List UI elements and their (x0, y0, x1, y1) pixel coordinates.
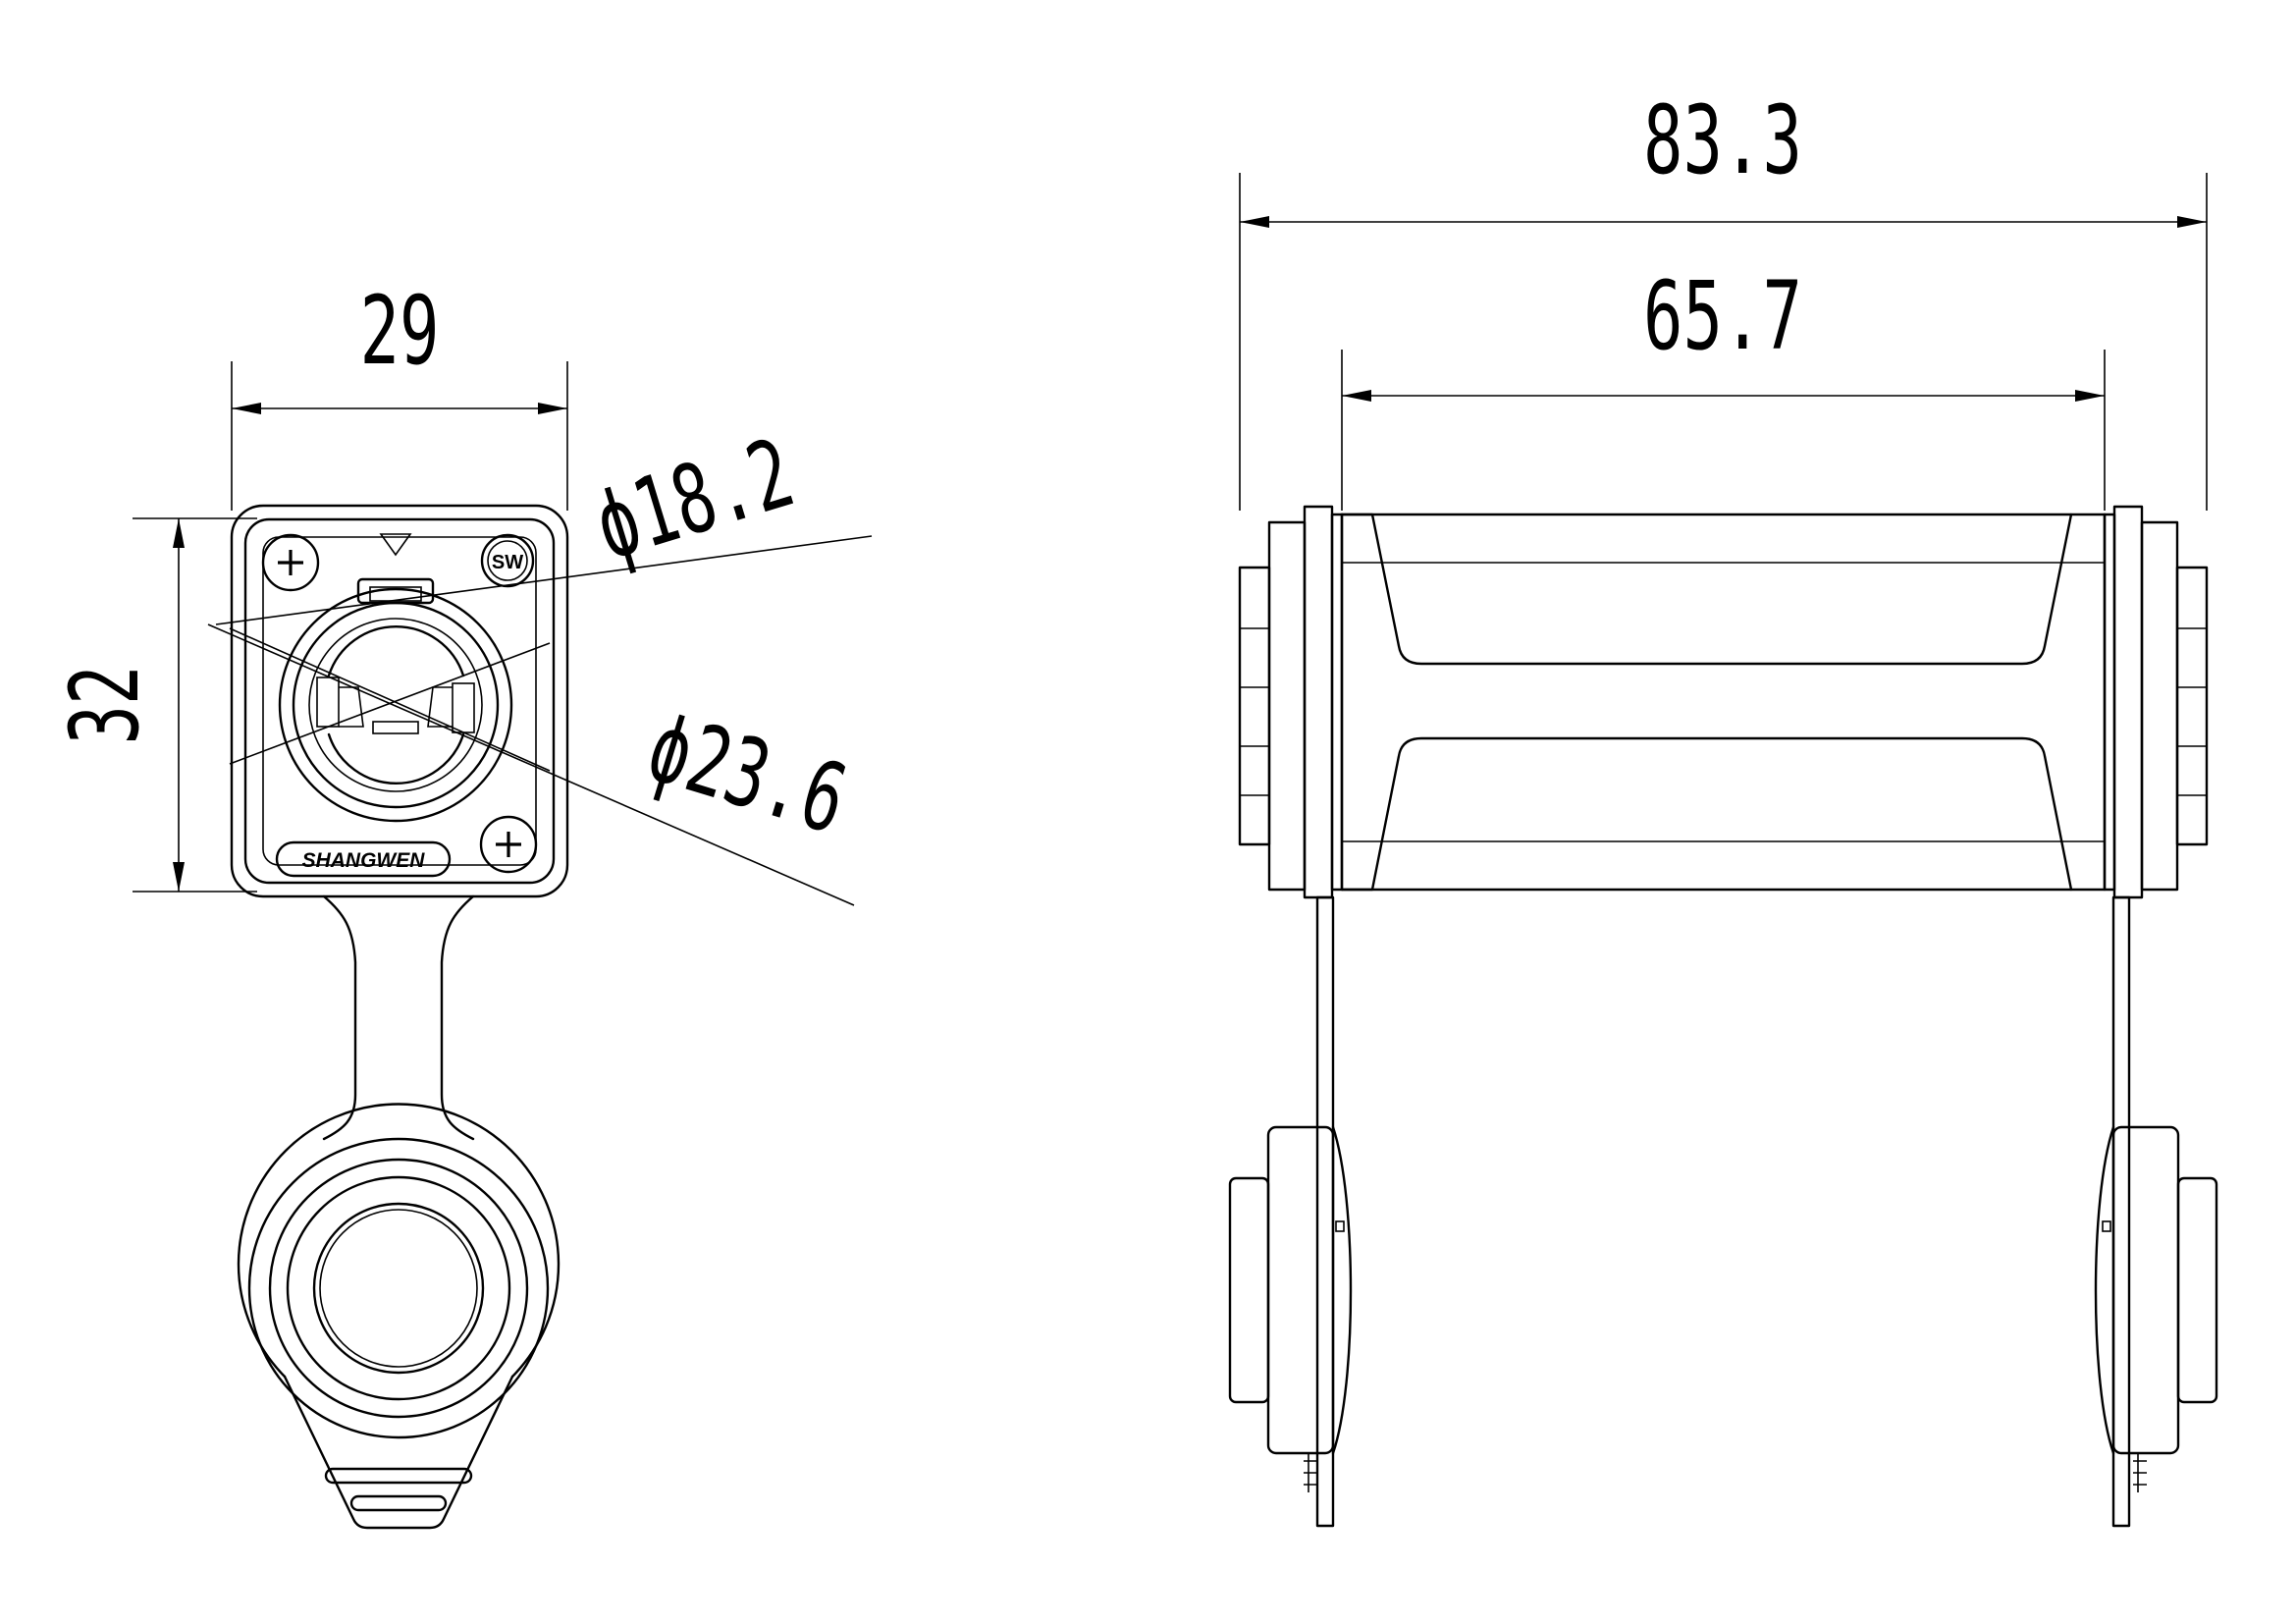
right-tether-cap (2094, 895, 2218, 1528)
side-view: 83.3 65.7 (1228, 85, 2218, 1528)
connector-body (1340, 513, 2107, 892)
body-length-dimension: 65.7 (1341, 261, 2106, 511)
left-tether-cap (1228, 895, 1353, 1528)
brand-label: SHANGWEN (302, 849, 426, 872)
brand-logo-icon: SW (480, 533, 535, 588)
tether-strap (322, 894, 475, 1141)
overall-length-dimension: 83.3 (1239, 85, 2208, 511)
outer-diameter-label: ϕ23.6 (636, 691, 858, 855)
height-dimension-label: 32 (50, 666, 161, 745)
screw-top-left (261, 533, 320, 592)
screw-bottom-right (479, 815, 538, 874)
front-view: 29 32 ϕ18.2 ϕ23.6 (50, 276, 873, 1530)
diameter-leaders: ϕ18.2 ϕ23.6 (207, 417, 873, 906)
brand-plate: SHANGWEN (275, 840, 452, 878)
width-dimension: 29 (231, 276, 568, 511)
overall-length-label: 83.3 (1643, 85, 1802, 196)
orientation-triangle-icon (379, 533, 412, 557)
body-length-label: 65.7 (1643, 261, 1802, 372)
logo-text: SW (492, 552, 523, 573)
receptacle (278, 577, 513, 823)
flange-plate (230, 504, 569, 898)
left-end-cap (1238, 505, 1344, 899)
inner-diameter-label: ϕ18.2 (583, 417, 805, 581)
right-end-cap (2103, 505, 2209, 899)
width-dimension-label: 29 (360, 276, 440, 387)
dust-cap (237, 1103, 561, 1530)
height-dimension: 32 (50, 517, 257, 893)
